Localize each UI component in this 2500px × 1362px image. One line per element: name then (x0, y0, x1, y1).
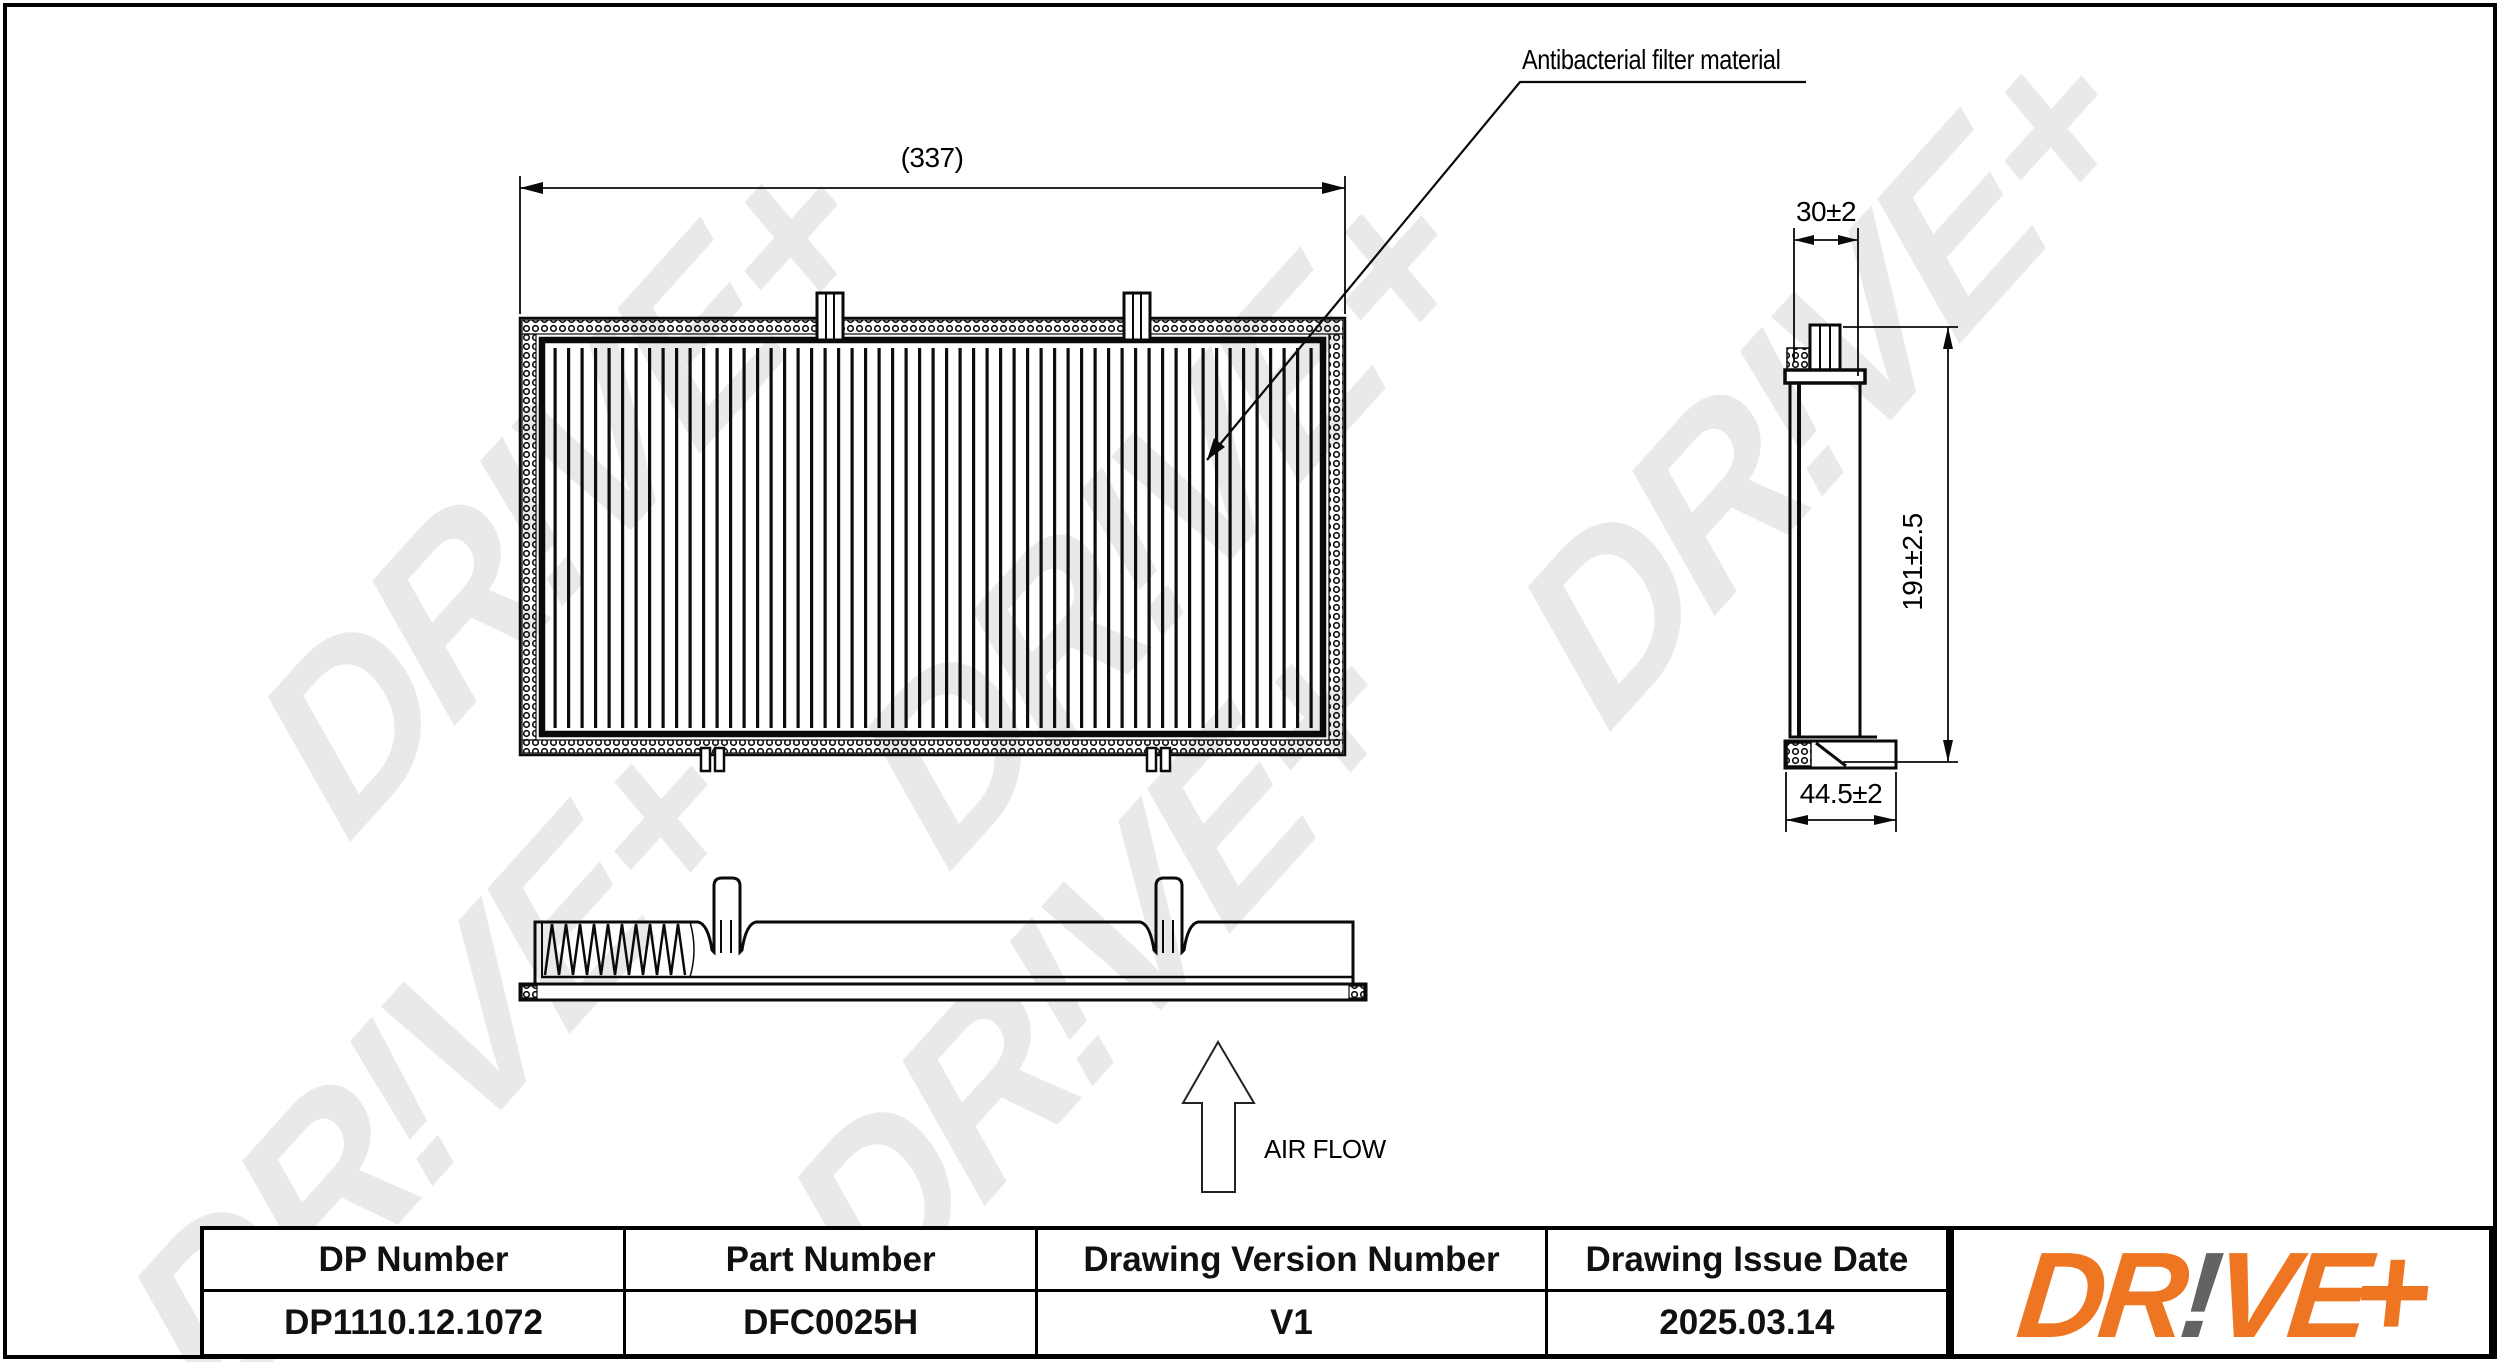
dimension-label-foot-depth: 44.5±2 (1799, 778, 1883, 809)
pleat-zigzag (543, 923, 687, 976)
title-block-value-drawing-version: V1 (1038, 1292, 1548, 1354)
mount-tab-front-left (815, 291, 845, 342)
title-block-value-part-number: DFC0025H (626, 1292, 1039, 1354)
logo-ve: VE (2207, 1227, 2371, 1358)
bottom-prongs-right (1145, 746, 1172, 773)
logo-plus: + (2346, 1226, 2432, 1358)
title-block-value-issue-date: 2025.03.14 (1659, 1303, 1835, 1342)
dimension-191 (1843, 326, 1958, 763)
dimension-30 (1793, 228, 1859, 376)
annotation-leader (1206, 80, 1806, 461)
profile-view (518, 876, 1368, 1002)
dimension-44-5 (1785, 772, 1897, 832)
title-block-value-dp-number: DP1110.12.1072 (204, 1292, 627, 1354)
mount-tab-side (1808, 323, 1842, 372)
title-block-header-part-number: Part Number (626, 1230, 1039, 1292)
bottom-prongs-left (699, 746, 726, 773)
drive-logo: DR!VE+ (1950, 1226, 2493, 1358)
title-block-header-issue-date: Drawing Issue Date (1547, 1230, 1946, 1292)
air-flow-arrow-icon (1181, 1040, 1256, 1193)
title-block-header-drawing-version: Drawing Version Number (1038, 1230, 1548, 1292)
title-block-table: DP Number Part Number Drawing Version Nu… (200, 1226, 1950, 1358)
front-view (518, 291, 1347, 773)
dimension-label-side-height: 191±2.5 (1897, 513, 1928, 611)
mount-tab-front-right (1122, 291, 1152, 342)
title-block-header-dp-number: DP Number (204, 1230, 627, 1292)
drive-logo-text: DR!VE+ (2011, 1226, 2432, 1358)
dimension-337 (519, 176, 1346, 314)
air-flow-label: AIR FLOW (1264, 1134, 1386, 1164)
side-view (1783, 323, 1898, 770)
side-foot (1783, 739, 1898, 770)
dimension-label-overall-width: (337) (900, 142, 964, 173)
annotation-filter-material: Antibacterial filter material (1522, 44, 1781, 75)
dimension-label-top-depth: 30±2 (1795, 196, 1857, 227)
logo-dr: DR (2011, 1227, 2189, 1358)
